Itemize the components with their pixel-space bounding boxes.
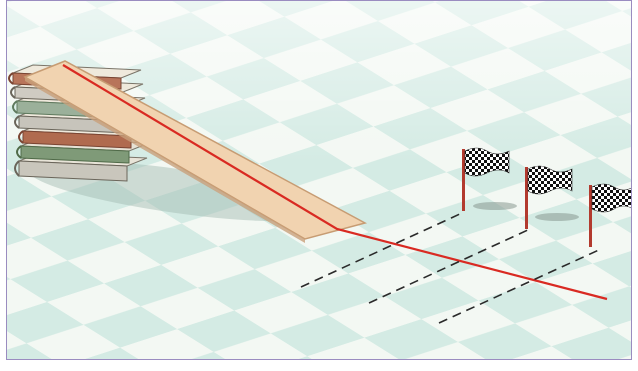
flag-shadow-1 bbox=[473, 202, 517, 210]
flag-shadow-2 bbox=[535, 213, 579, 221]
illustration-frame bbox=[6, 0, 632, 360]
scene-canvas bbox=[7, 1, 632, 360]
